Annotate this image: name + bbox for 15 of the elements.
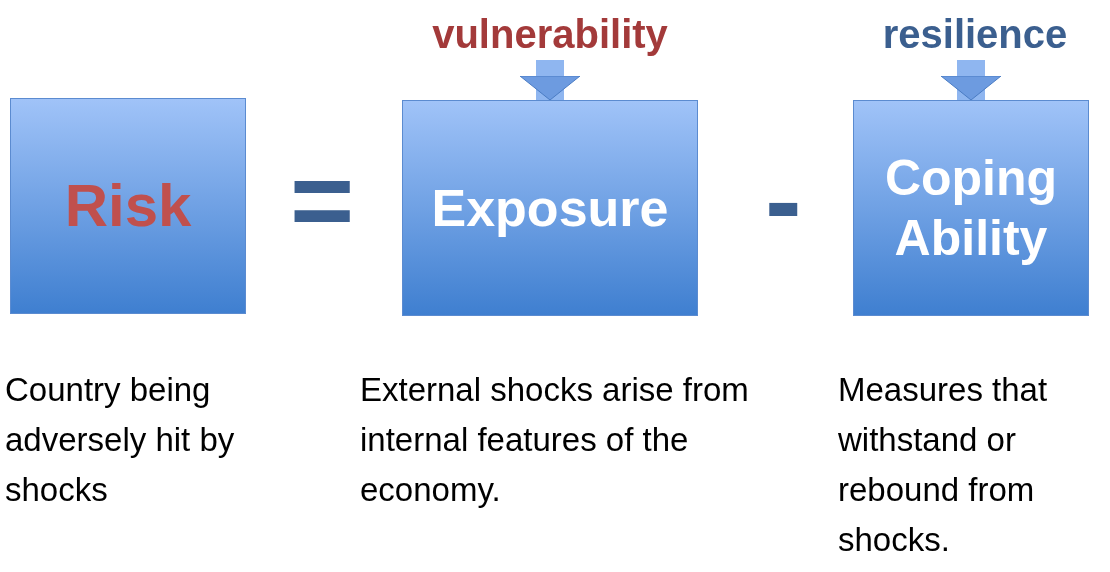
concept-box [853, 100, 1089, 316]
keyword-label: resilience [882, 11, 1068, 58]
description-text: Measures that withstand or rebound from shocks. [838, 370, 1049, 560]
block-arrow [519, 60, 581, 101]
block-arrow [940, 60, 1002, 101]
box-title: Exposure [431, 177, 669, 239]
minus-sign: - [765, 145, 802, 255]
equals-sign: = [290, 145, 355, 255]
concept-box [10, 98, 246, 314]
box-title: Risk [64, 171, 192, 241]
box-title: Coping Ability [883, 149, 1059, 268]
description-text: Country being adversely hit by shocks [5, 370, 236, 510]
concept-box [402, 100, 698, 316]
keyword-label: vulnerability [432, 11, 668, 58]
description-text: External shocks arise from internal features of the economy. [360, 370, 750, 510]
